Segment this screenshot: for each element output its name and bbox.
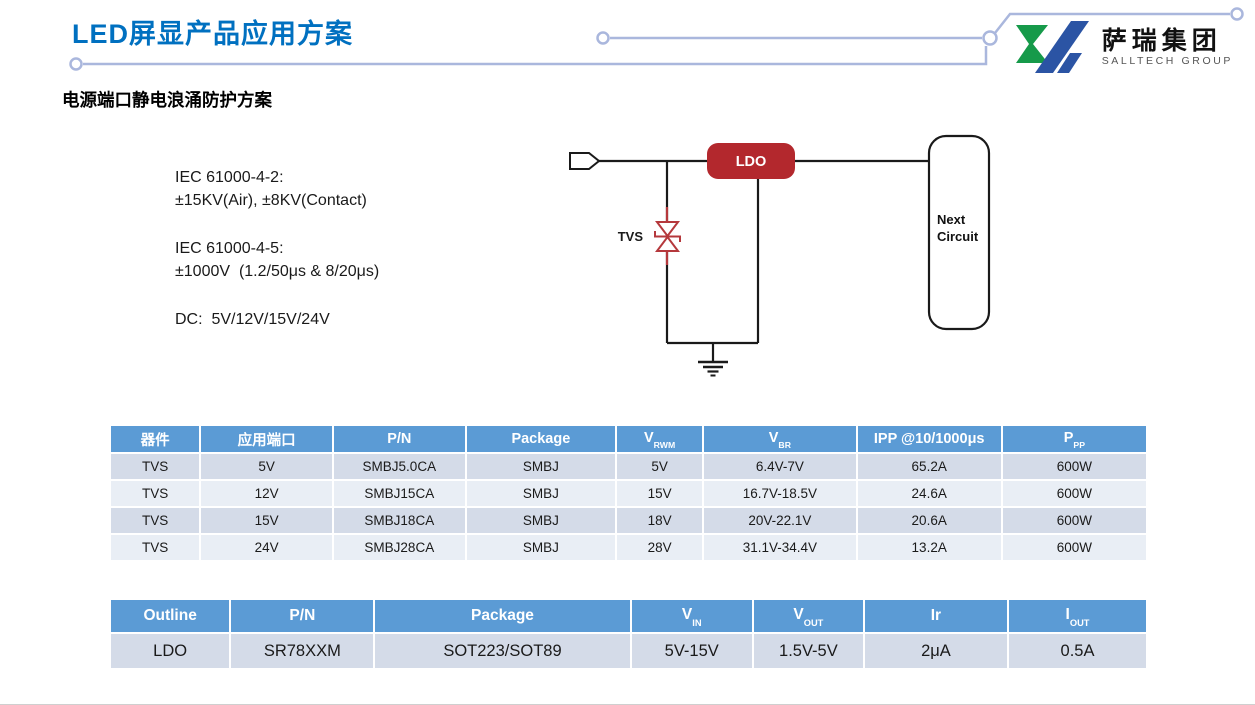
spec-line: ±1000V (1.2/50μs & 8/20μs)	[175, 263, 380, 280]
input-port-icon	[569, 152, 601, 170]
company-logo: 萨瑞集团 SALLTECH GROUP	[1014, 18, 1233, 76]
column-header: IPP @10/1000μs	[855, 424, 1003, 454]
table-cell: 5V	[199, 452, 334, 481]
table-cell: SR78XXM	[229, 632, 376, 670]
logo-mark-icon	[1015, 21, 1089, 73]
column-header: IOUT	[1007, 598, 1148, 634]
column-header: Ir	[862, 598, 1010, 634]
table-cell: 65.2A	[855, 452, 1003, 481]
column-header: P/N	[229, 598, 376, 634]
column-header: P/N	[331, 424, 467, 454]
table-cell: 20.6A	[855, 506, 1003, 535]
table-cell: TVS	[108, 479, 202, 508]
ldo-label: LDO	[736, 154, 767, 170]
table-cell: 600W	[1000, 533, 1149, 562]
column-header: VBR	[702, 424, 858, 454]
table-cell: 31.1V-34.4V	[702, 533, 858, 562]
spec-line: IEC 61000-4-2:	[175, 169, 284, 186]
column-header: 应用端口	[199, 424, 334, 454]
logo-text: 萨瑞集团 SALLTECH GROUP	[1102, 27, 1233, 68]
decorative-trace-lines	[69, 7, 1244, 71]
spec-line: ±15KV(Air), ±8KV(Contact)	[175, 192, 367, 209]
table-cell: 1.5V-5V	[751, 632, 865, 670]
spec-group-esd: IEC 61000-4-2: ±15KV(Air), ±8KV(Contact)	[175, 166, 379, 212]
table-cell: SMBJ18CA	[331, 506, 467, 535]
table-cell: TVS	[108, 452, 202, 481]
column-header: PPP	[1000, 424, 1149, 454]
column-header: Package	[373, 598, 632, 634]
table-cell: 28V	[615, 533, 705, 562]
next-circuit-block	[927, 134, 991, 331]
next-circuit-label-line1: Next	[937, 212, 966, 227]
table-cell: 24V	[199, 533, 334, 562]
table-cell: 600W	[1000, 479, 1149, 508]
ldo-block	[707, 143, 795, 179]
company-name-cn: 萨瑞集团	[1101, 26, 1222, 55]
table-cell: 600W	[1000, 506, 1149, 535]
column-header: 器件	[108, 424, 202, 454]
table-cell: SMBJ5.0CA	[331, 452, 467, 481]
section-subtitle: 电源端口静电浪涌防护方案	[62, 90, 272, 110]
table-cell: SMBJ	[464, 506, 618, 535]
table-cell: 12V	[199, 479, 334, 508]
table-cell: SMBJ	[464, 533, 618, 562]
table-cell: SMBJ28CA	[331, 533, 467, 562]
table-cell: LDO	[108, 632, 232, 670]
table-cell: 15V	[199, 506, 334, 535]
column-header: VOUT	[751, 598, 865, 634]
table-cell: 2μA	[862, 632, 1010, 670]
spec-line: IEC 61000-4-5:	[175, 240, 284, 257]
table-cell: 5V	[615, 452, 705, 481]
spec-group-surge: IEC 61000-4-5: ±1000V (1.2/50μs & 8/20μs…	[175, 237, 379, 283]
spec-group-dc: DC: 5V/12V/15V/24V	[175, 308, 379, 331]
table-cell: TVS	[108, 506, 202, 535]
spec-text-block: IEC 61000-4-2: ±15KV(Air), ±8KV(Contact)…	[175, 166, 379, 356]
column-header: VIN	[629, 598, 754, 634]
tvs-label: TVS	[618, 229, 644, 244]
spec-line: DC: 5V/12V/15V/24V	[175, 311, 330, 328]
table-cell: 15V	[615, 479, 705, 508]
table-cell: SMBJ	[464, 479, 618, 508]
column-header: Outline	[108, 598, 232, 634]
table-cell: 18V	[615, 506, 705, 535]
tvs-diode-icon	[654, 221, 681, 252]
company-name-en: SALLTECH GROUP	[1101, 55, 1233, 68]
protection-circuit-diagram: TVS LDO Next Circuit	[569, 134, 991, 377]
column-header: VRWM	[615, 424, 705, 454]
table-cell: 5V-15V	[629, 632, 754, 670]
table-cell: 600W	[1000, 452, 1149, 481]
ground-icon	[698, 343, 728, 377]
table-cell: 16.7V-18.5V	[702, 479, 858, 508]
table-cell: 0.5A	[1007, 632, 1148, 670]
page-title: LED屏显产品应用方案	[72, 19, 353, 49]
table-cell: SOT223/SOT89	[373, 632, 632, 670]
table-cell: 13.2A	[855, 533, 1003, 562]
table-cell: 6.4V-7V	[702, 452, 858, 481]
table-cell: TVS	[108, 533, 202, 562]
table-cell: SMBJ15CA	[331, 479, 467, 508]
table-cell: SMBJ	[464, 452, 618, 481]
column-header: Package	[464, 424, 618, 454]
table-cell: 20V-22.1V	[702, 506, 858, 535]
next-circuit-label-line2: Circuit	[937, 229, 979, 244]
table-cell: 24.6A	[855, 479, 1003, 508]
